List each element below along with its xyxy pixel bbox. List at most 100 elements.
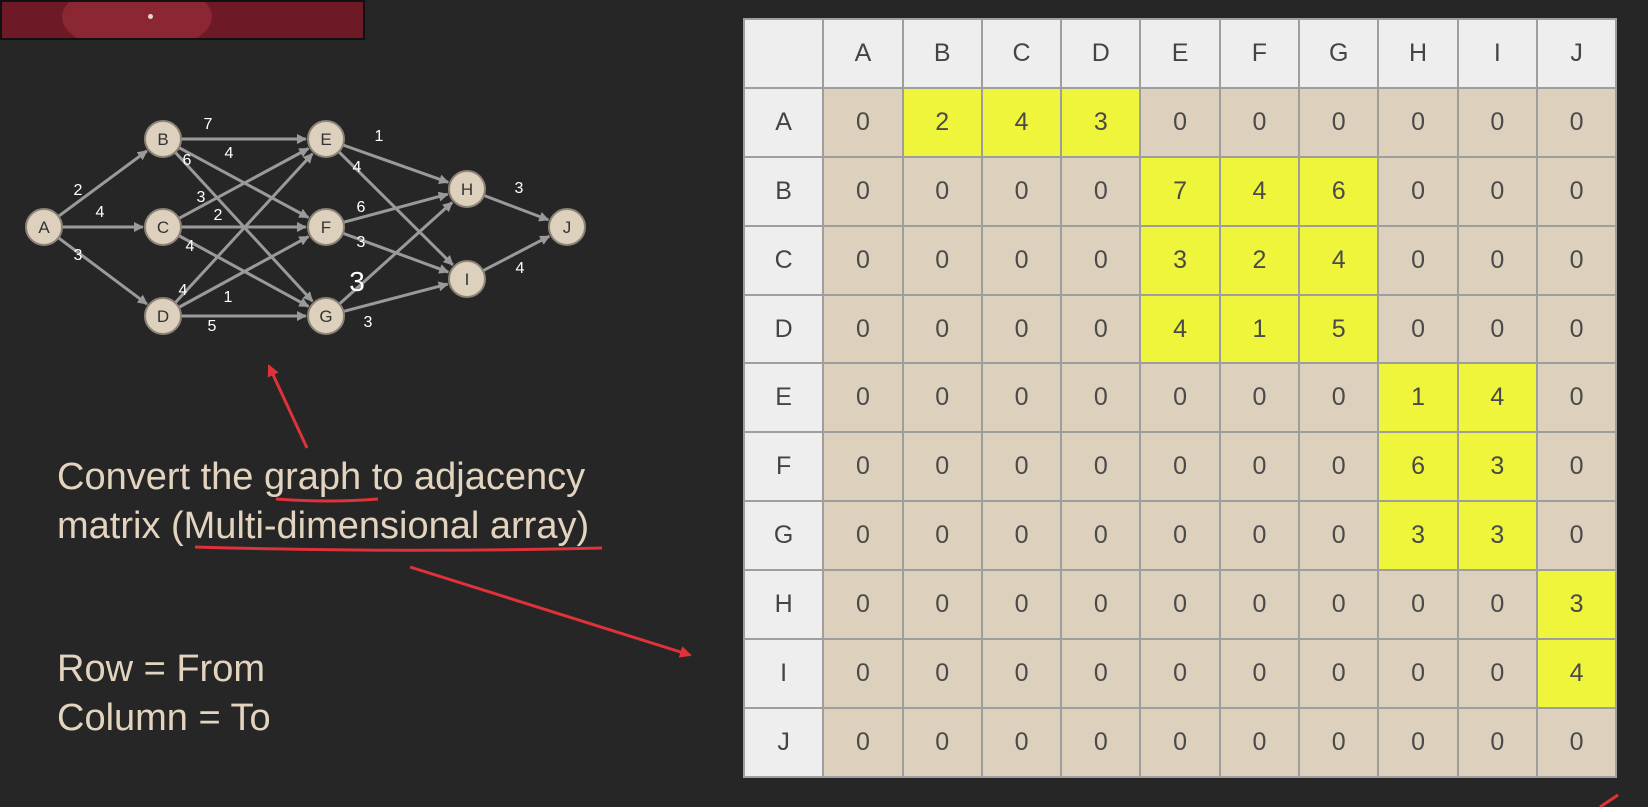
cell-I-H: 0 bbox=[1377, 638, 1459, 709]
caption-text: matrix ( bbox=[57, 505, 184, 547]
column-rule: Column = To bbox=[57, 697, 271, 739]
cell-C-B: 0 bbox=[901, 224, 983, 296]
cell-I-A: 0 bbox=[822, 638, 904, 709]
cell-F-J: 0 bbox=[1535, 431, 1618, 503]
row-header-A: A bbox=[742, 86, 825, 158]
annotation-arrow-to-matrix bbox=[409, 565, 692, 658]
cell-D-G: 5 bbox=[1298, 293, 1380, 365]
column-header-I: I bbox=[1456, 18, 1538, 89]
cell-F-A: 0 bbox=[822, 431, 904, 503]
edge-weight-G-H: 3 bbox=[349, 266, 365, 297]
column-header-D: D bbox=[1060, 18, 1142, 89]
column-header-C: C bbox=[980, 18, 1063, 89]
cell-G-A: 0 bbox=[822, 500, 904, 572]
cell-A-F: 0 bbox=[1218, 86, 1301, 158]
edge-H-J bbox=[483, 193, 550, 222]
cell-C-I: 0 bbox=[1456, 224, 1538, 296]
cell-D-D: 0 bbox=[1060, 293, 1142, 365]
cell-C-J: 0 bbox=[1535, 224, 1618, 296]
cell-G-B: 0 bbox=[901, 500, 983, 572]
cell-F-G: 0 bbox=[1298, 431, 1380, 503]
row-header-B: B bbox=[742, 155, 825, 227]
presenter-figure bbox=[62, 2, 212, 38]
row-header-G: G bbox=[742, 500, 825, 572]
presenter-webcam bbox=[0, 0, 365, 40]
column-header-F: F bbox=[1218, 18, 1301, 89]
column-header-A: A bbox=[822, 18, 904, 89]
column-header-B: B bbox=[901, 18, 983, 89]
edge-weight-C-F: 2 bbox=[214, 207, 223, 224]
edge-A-B bbox=[57, 149, 148, 218]
cell-G-D: 0 bbox=[1060, 500, 1142, 572]
node-F bbox=[307, 208, 345, 246]
edge-G-H bbox=[338, 201, 454, 306]
edge-E-H bbox=[342, 143, 450, 185]
node-E bbox=[307, 120, 345, 158]
cell-H-C: 0 bbox=[980, 569, 1063, 641]
node-G bbox=[307, 297, 345, 335]
edge-weight-H-J: 3 bbox=[515, 180, 524, 197]
edge-weight-E-I: 4 bbox=[353, 159, 362, 176]
node-A bbox=[25, 208, 63, 246]
cell-B-B: 0 bbox=[901, 155, 983, 227]
cell-E-A: 0 bbox=[822, 362, 904, 434]
edge-weight-C-E: 3 bbox=[197, 189, 206, 206]
column-header-G: G bbox=[1298, 18, 1380, 89]
cell-F-F: 0 bbox=[1218, 431, 1301, 503]
node-label-A: A bbox=[38, 218, 50, 237]
edge-D-E bbox=[174, 152, 314, 304]
cell-G-E: 0 bbox=[1139, 500, 1221, 572]
cell-I-D: 0 bbox=[1060, 638, 1142, 709]
cell-C-E: 3 bbox=[1139, 224, 1221, 296]
cell-H-A: 0 bbox=[822, 569, 904, 641]
cell-A-A: 0 bbox=[822, 86, 904, 158]
edge-weight-I-J: 4 bbox=[516, 260, 525, 277]
cell-D-F: 1 bbox=[1218, 293, 1301, 365]
column-header-J: J bbox=[1535, 18, 1618, 89]
row-header-F: F bbox=[742, 431, 825, 503]
row-header-I: I bbox=[742, 638, 825, 709]
node-label-D: D bbox=[157, 307, 169, 326]
cell-D-H: 0 bbox=[1377, 293, 1459, 365]
cell-E-C: 0 bbox=[980, 362, 1063, 434]
node-label-I: I bbox=[465, 270, 470, 289]
cell-C-H: 0 bbox=[1377, 224, 1459, 296]
node-label-E: E bbox=[320, 130, 331, 149]
cell-D-A: 0 bbox=[822, 293, 904, 365]
cell-J-G: 0 bbox=[1298, 706, 1380, 778]
cell-D-C: 0 bbox=[980, 293, 1063, 365]
edge-weight-B-E: 7 bbox=[204, 116, 213, 133]
cell-E-G: 0 bbox=[1298, 362, 1380, 434]
column-header-E: E bbox=[1139, 18, 1221, 89]
edge-weight-D-E: 4 bbox=[179, 282, 188, 299]
cell-E-H: 1 bbox=[1377, 362, 1459, 434]
edge-weight-A-B: 2 bbox=[74, 182, 83, 199]
row-header-E: E bbox=[742, 362, 825, 434]
cell-E-J: 0 bbox=[1535, 362, 1618, 434]
caption-underlined-array: Multi-dimensional array bbox=[183, 505, 577, 547]
node-I bbox=[448, 260, 486, 298]
cell-F-I: 3 bbox=[1456, 431, 1538, 503]
cell-F-D: 0 bbox=[1060, 431, 1142, 503]
cell-E-F: 0 bbox=[1218, 362, 1301, 434]
cell-B-E: 7 bbox=[1139, 155, 1221, 227]
edge-weight-G-I: 3 bbox=[364, 314, 373, 331]
node-H bbox=[448, 170, 486, 208]
cell-B-I: 0 bbox=[1456, 155, 1538, 227]
cell-A-B: 2 bbox=[901, 86, 983, 158]
edge-F-H bbox=[342, 191, 449, 224]
edge-weight-D-G: 5 bbox=[208, 318, 217, 335]
edge-A-D bbox=[57, 236, 148, 306]
cell-B-F: 4 bbox=[1218, 155, 1301, 227]
cell-F-H: 6 bbox=[1377, 431, 1459, 503]
cell-C-A: 0 bbox=[822, 224, 904, 296]
cell-A-E: 0 bbox=[1139, 86, 1221, 158]
cell-B-H: 0 bbox=[1377, 155, 1459, 227]
cell-H-F: 0 bbox=[1218, 569, 1301, 641]
edge-G-I bbox=[343, 281, 449, 313]
cell-F-B: 0 bbox=[901, 431, 983, 503]
